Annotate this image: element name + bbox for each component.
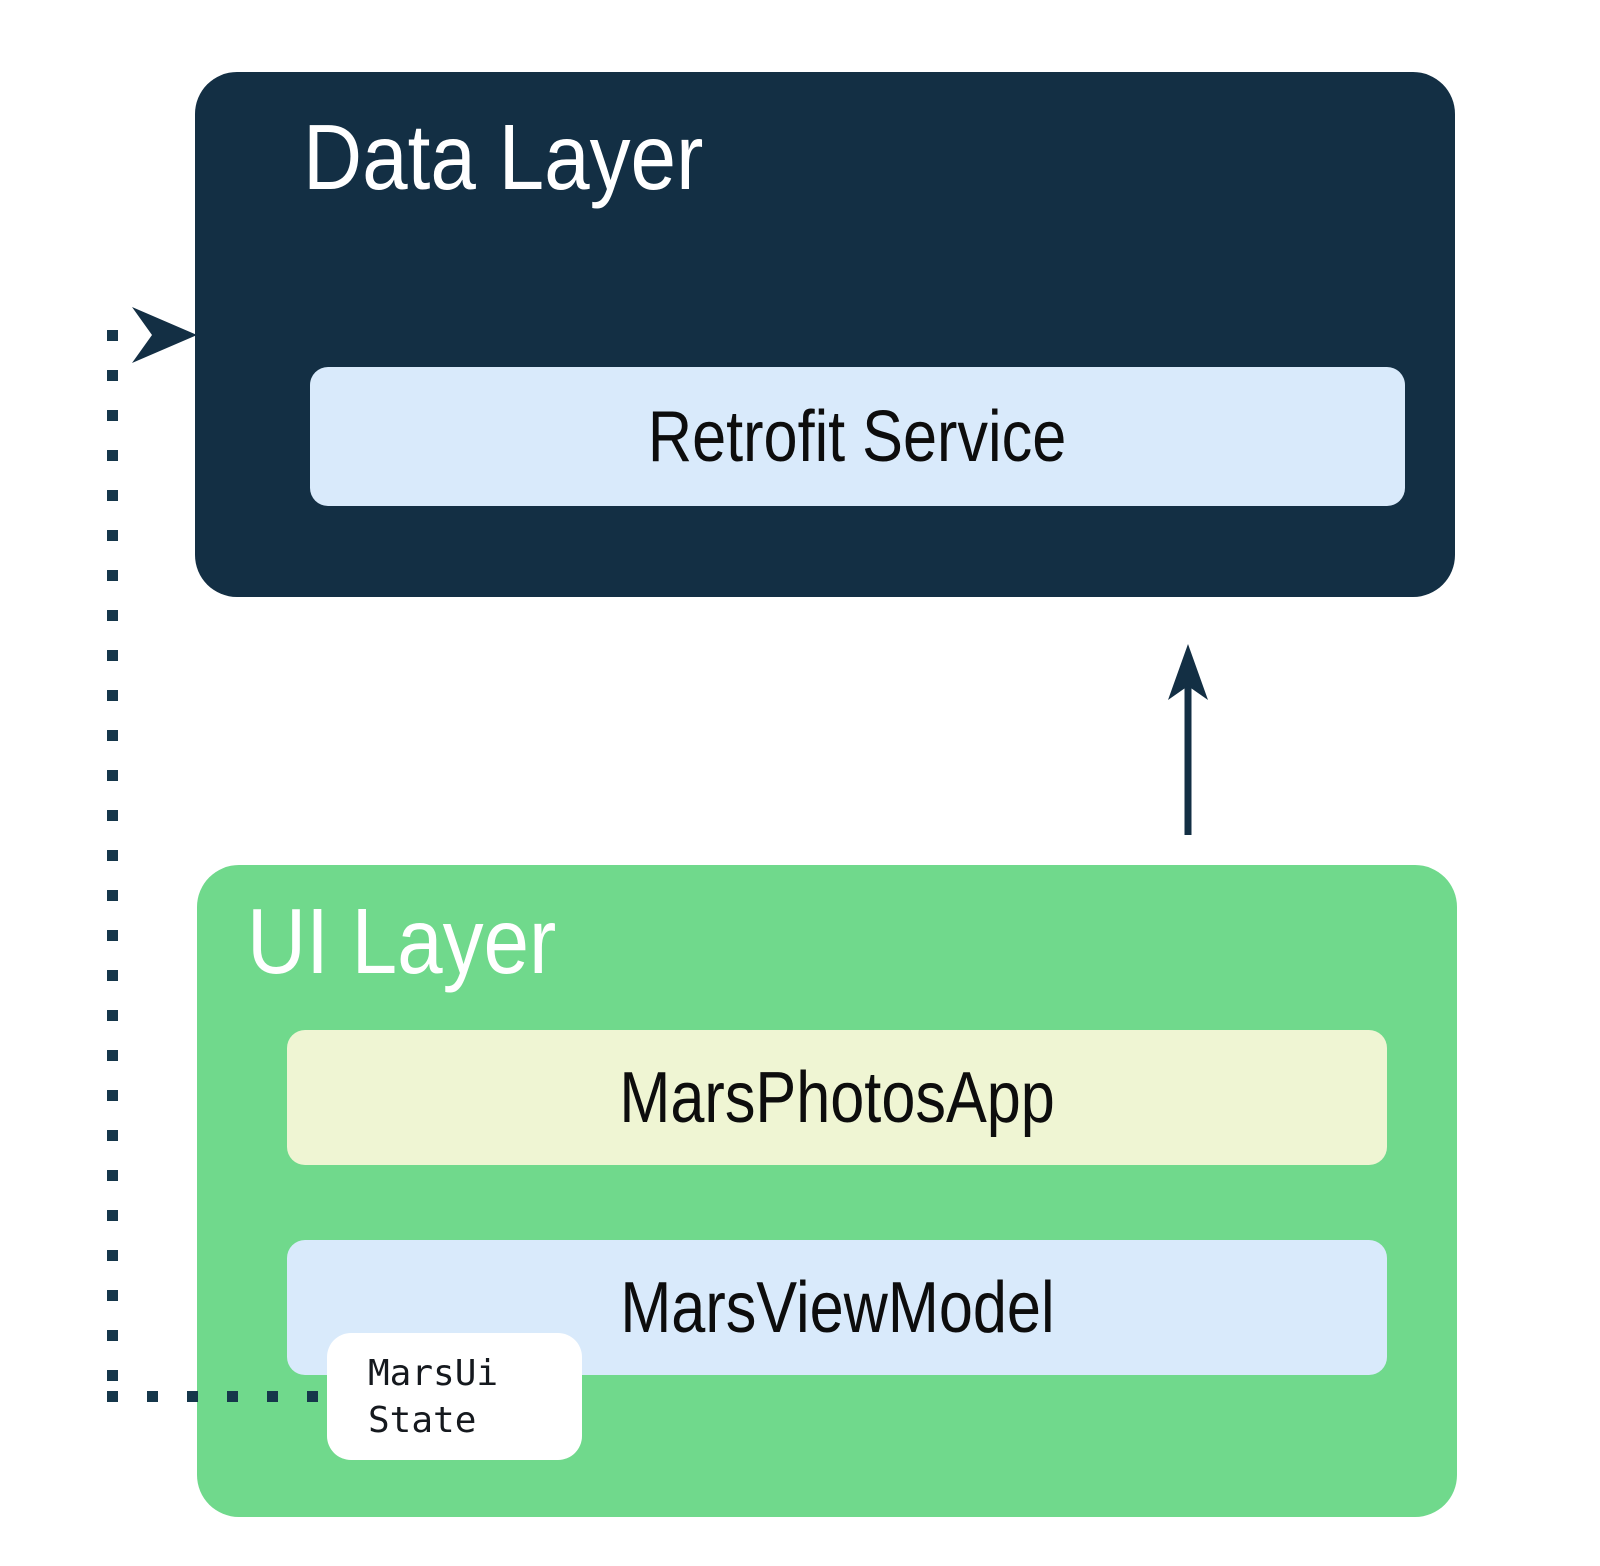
data-layer-title-text: Data Layer — [303, 105, 704, 209]
dotted-line-vertical — [107, 330, 118, 1403]
marsui-state-box: MarsUi State — [327, 1333, 582, 1460]
marsui-state-line2: State — [368, 1399, 477, 1441]
marsphotosapp-label: MarsPhotosApp — [619, 1057, 1055, 1138]
data-layer-box: Data Layer Retrofit Service — [195, 72, 1455, 597]
marsviewmodel-label: MarsViewModel — [619, 1267, 1055, 1348]
marsphotosapp-box: MarsPhotosApp — [287, 1030, 1387, 1165]
retrofit-service-label: Retrofit Service — [648, 396, 1067, 477]
data-layer-title: Data Layer — [303, 105, 758, 209]
ui-layer-title-text: UI Layer — [247, 889, 557, 993]
retrofit-service-box: Retrofit Service — [310, 367, 1405, 506]
marsui-state-line1: MarsUi — [368, 1352, 499, 1394]
solid-up-arrow-icon — [1168, 644, 1208, 835]
dotted-arrowhead-icon — [132, 307, 197, 363]
dotted-line-horizontal — [107, 1391, 333, 1402]
ui-layer-title: UI Layer — [247, 889, 598, 993]
